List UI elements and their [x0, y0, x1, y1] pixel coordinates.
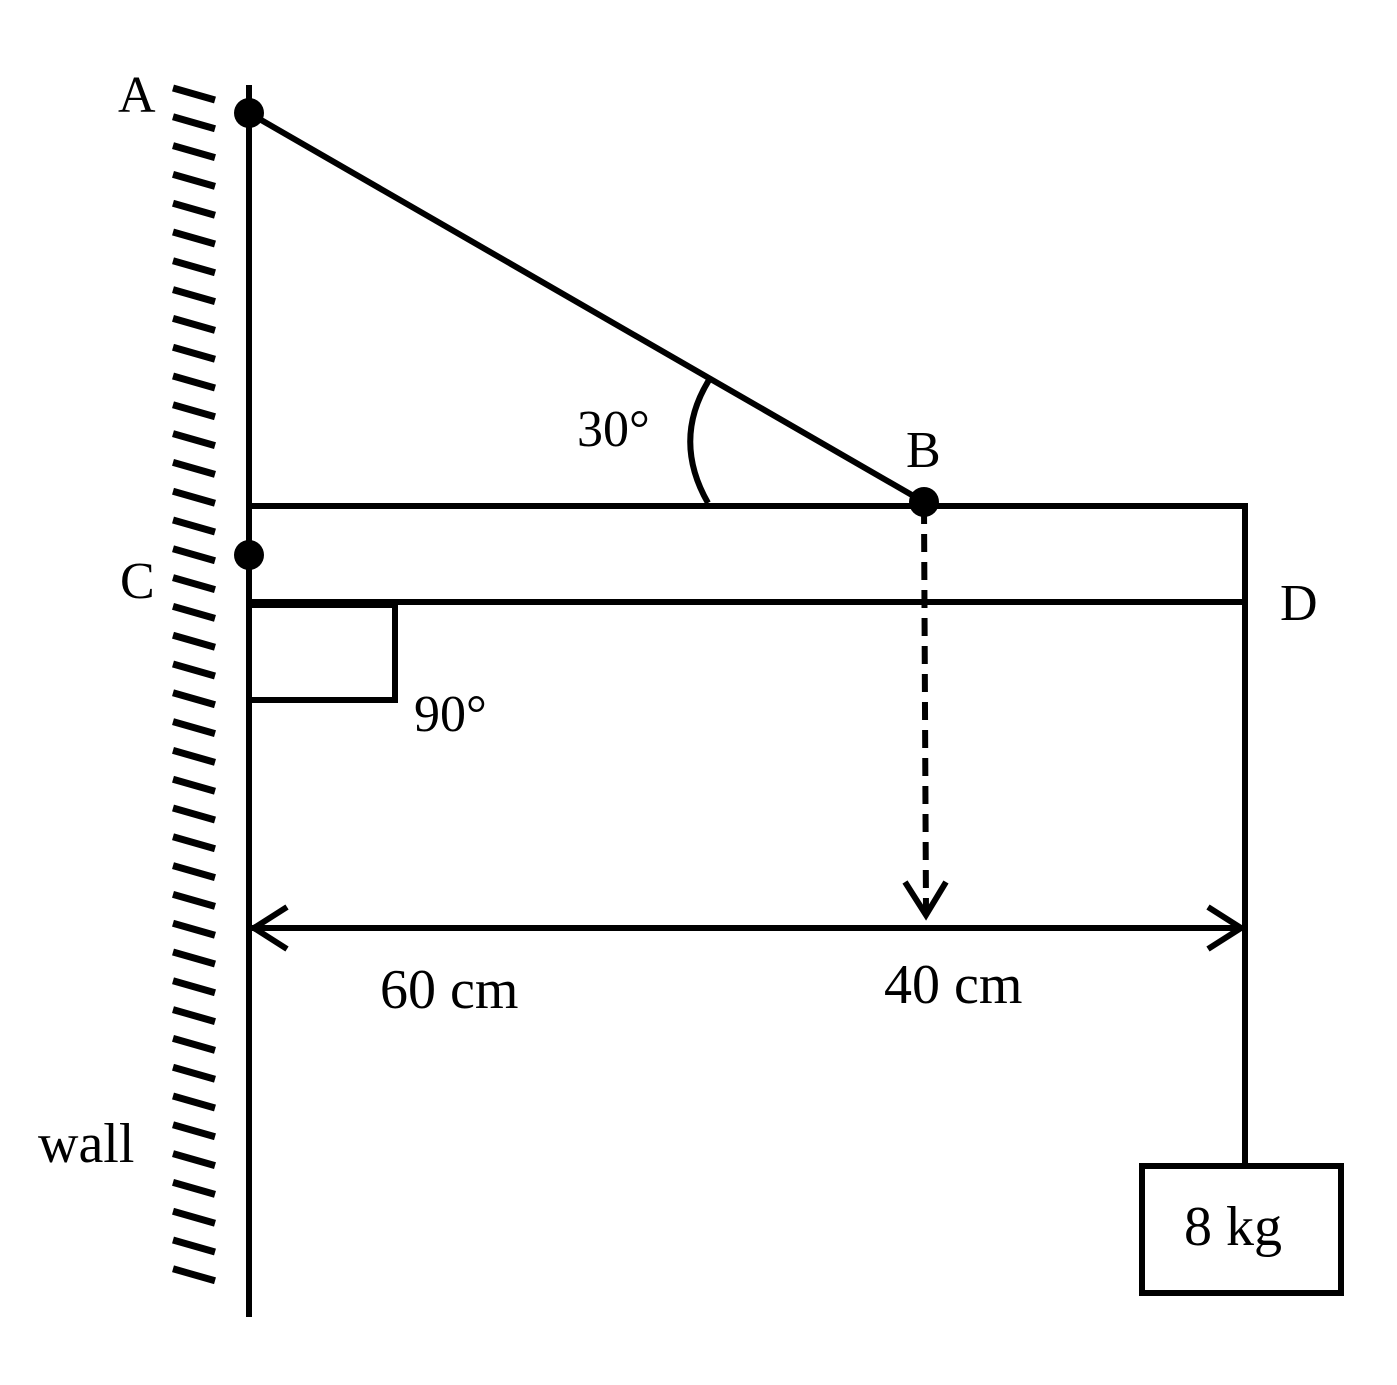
hatch-mark: [172, 919, 216, 939]
mass-block: [1139, 1163, 1344, 1296]
hatch-mark: [172, 430, 216, 449]
hatch-mark: [172, 948, 216, 968]
hatch-mark: [172, 171, 216, 190]
hatch-mark: [172, 487, 216, 507]
hatch-mark: [172, 1063, 216, 1083]
cable-ab: [247, 110, 926, 505]
label-angle-30: 30°: [577, 401, 650, 458]
label-wall: wall: [38, 1113, 134, 1175]
point-c-dot: [234, 540, 264, 570]
hatch-mark: [172, 459, 216, 478]
hatch-mark: [172, 718, 216, 737]
hatch-mark: [172, 603, 216, 622]
hatch-mark: [172, 315, 216, 334]
hatch-mark: [172, 689, 216, 709]
hatch-mark: [172, 1121, 216, 1141]
hatch-mark: [172, 516, 216, 536]
hatch-mark: [172, 833, 216, 853]
hatch-mark: [172, 631, 216, 651]
hatch-mark: [172, 343, 216, 363]
hatch-mark: [172, 747, 216, 766]
hatch-mark: [172, 1006, 216, 1025]
hatch-mark: [172, 113, 216, 133]
label-angle-90: 90°: [414, 686, 487, 743]
hatch-mark: [172, 862, 216, 881]
hatch-mark: [172, 804, 216, 824]
weight-force-dashed: [921, 505, 929, 913]
hatch-mark: [172, 574, 216, 593]
hatch-mark: [172, 401, 216, 421]
hatch-mark: [172, 660, 216, 680]
hatch-mark: [172, 257, 216, 277]
hatch-mark: [172, 1179, 216, 1198]
hatch-mark: [172, 545, 216, 565]
dimension-arrow-left: [248, 904, 289, 952]
dimension-arrow-right: [1206, 904, 1247, 952]
hatch-mark: [172, 84, 216, 104]
hatch-mark: [172, 1150, 216, 1169]
hatch-mark: [172, 142, 216, 161]
label-d: D: [1280, 575, 1318, 632]
hatch-mark: [172, 1092, 216, 1112]
hatch-mark: [172, 1207, 216, 1227]
hatch-mark: [172, 1035, 216, 1054]
hatch-mark: [172, 891, 216, 910]
wall-hatching: [172, 84, 216, 1285]
label-c: C: [120, 553, 155, 610]
hatch-mark: [172, 775, 216, 795]
label-40cm: 40 cm: [884, 954, 1022, 1016]
hatch-mark: [172, 1236, 216, 1256]
hatch-mark: [172, 286, 216, 305]
label-mass: 8 kg: [1184, 1196, 1282, 1258]
label-b: B: [906, 422, 941, 479]
hatch-mark: [172, 228, 216, 248]
right-angle-marker: [249, 602, 398, 703]
point-b-dot: [909, 487, 939, 517]
force-arrowhead: [902, 880, 949, 921]
point-a-dot: [234, 98, 264, 128]
hatch-mark: [172, 199, 216, 219]
hatch-mark: [172, 372, 216, 392]
hatch-mark: [172, 1265, 216, 1285]
angle-arc: [687, 378, 712, 505]
label-60cm: 60 cm: [380, 959, 518, 1021]
label-a: A: [118, 67, 156, 124]
hatch-mark: [172, 977, 216, 997]
